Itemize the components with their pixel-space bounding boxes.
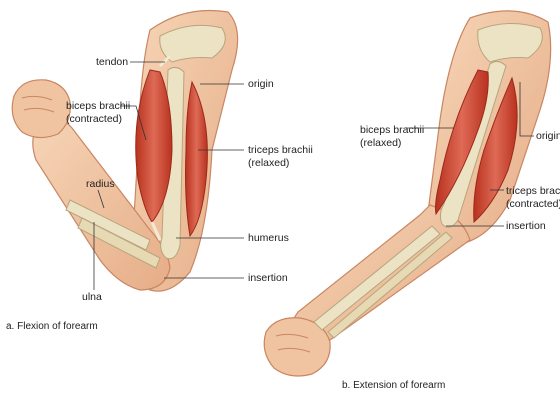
label-a-radius: radius: [86, 178, 115, 190]
panel-a-arm: [12, 10, 237, 291]
label-a-triceps-name: triceps brachii: [248, 144, 313, 156]
label-a-biceps-name: biceps brachii: [66, 100, 130, 112]
label-a-insertion: insertion: [248, 272, 288, 284]
label-b-biceps-name: biceps brachii: [360, 124, 424, 136]
label-b-origin: origin: [536, 130, 560, 142]
label-a-origin: origin: [248, 78, 274, 90]
panel-b-radius-bone: [314, 226, 440, 330]
label-b-triceps-name: triceps brachii: [506, 185, 560, 197]
caption-panel-a: a. Flexion of forearm: [6, 321, 98, 333]
label-b-biceps-state: (relaxed): [360, 137, 401, 149]
label-a-humerus: humerus: [248, 232, 289, 244]
label-b-insertion: insertion: [506, 220, 546, 232]
label-a-biceps-state: (contracted): [66, 113, 122, 125]
label-a-tendon: tendon: [96, 56, 128, 68]
label-a-ulna: ulna: [82, 291, 102, 303]
label-b-triceps-state: (contracted): [506, 198, 560, 210]
label-a-triceps-state: (relaxed): [248, 157, 289, 169]
caption-panel-b: b. Extension of forearm: [342, 380, 445, 392]
